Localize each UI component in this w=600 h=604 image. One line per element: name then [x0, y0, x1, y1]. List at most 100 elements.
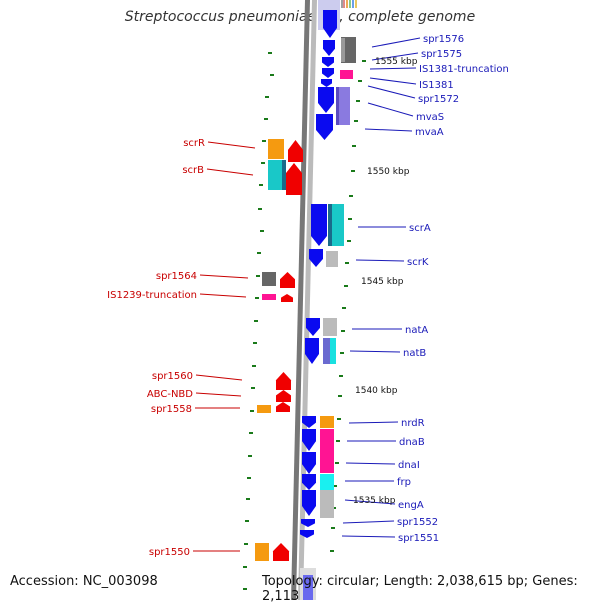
- tick-mark: [347, 240, 351, 242]
- feature-block: [330, 338, 336, 364]
- forward-leader-line: [344, 499, 396, 505]
- reverse-gene-arrow: [281, 294, 293, 302]
- reverse-gene-label: spr1558: [151, 404, 192, 415]
- forward-gene-arrow: [323, 10, 337, 38]
- forward-leader-line: [364, 128, 413, 132]
- forward-gene-label: spr1575: [421, 49, 462, 60]
- reverse-gene-label: ABC-NBD: [147, 389, 193, 400]
- tick-mark: [253, 342, 257, 344]
- gene-labels: spr1576spr1575IS1381-truncationIS1381spr…: [107, 34, 509, 558]
- forward-gene-label: natB: [403, 348, 426, 359]
- forward-gene-label: frp: [397, 477, 411, 488]
- tick-mark: [264, 118, 268, 120]
- scale-label: 1545 kbp: [361, 277, 404, 287]
- label-leaders: [193, 37, 421, 552]
- reverse-gene-arrow: [276, 402, 290, 412]
- forward-gene-label: nrdR: [401, 418, 425, 429]
- feature-block: [320, 429, 334, 473]
- tick-mark: [249, 432, 253, 434]
- forward-leader-line: [369, 67, 417, 70]
- tick-marks: [243, 52, 366, 590]
- tick-mark: [251, 387, 255, 389]
- tick-mark: [336, 440, 340, 442]
- reverse-gene-label: spr1560: [152, 371, 193, 382]
- forward-gene-label: mvaA: [415, 127, 444, 138]
- forward-gene-label: spr1572: [418, 94, 459, 105]
- reverse-leader-line: [207, 141, 256, 149]
- tick-mark: [331, 527, 335, 529]
- forward-gene-arrow: [302, 452, 316, 474]
- feature-block: [255, 543, 269, 561]
- map-title: Streptococcus pneumoniae R6, complete ge…: [124, 9, 476, 25]
- forward-gene-arrow: [302, 429, 316, 451]
- tick-mark: [356, 100, 360, 102]
- tick-mark: [260, 230, 264, 232]
- feature-block: [328, 204, 332, 246]
- forward-gene-label: spr1552: [397, 517, 438, 528]
- tick-mark: [246, 498, 250, 500]
- tick-mark: [341, 330, 345, 332]
- forward-gene-arrow: [323, 40, 335, 56]
- scale-label: 1550 kbp: [367, 167, 410, 177]
- forward-gene-label: dnaB: [399, 437, 425, 448]
- forward-gene-arrow: [322, 57, 334, 67]
- feature-block: [262, 294, 276, 300]
- forward-gene-label: scrK: [407, 257, 429, 268]
- scale-label: 1555 kbp: [375, 57, 418, 67]
- tick-mark: [250, 410, 254, 412]
- reverse-gene-arrow: [276, 390, 291, 402]
- forward-gene-label: dnaI: [398, 460, 420, 471]
- scale-label: 1540 kbp: [355, 386, 398, 396]
- scale-label: 1535 kbp: [353, 496, 396, 506]
- forward-leader-line: [342, 520, 395, 524]
- forward-gene-label: natA: [405, 325, 428, 336]
- tick-mark: [248, 455, 252, 457]
- reverse-gene-label: spr1564: [156, 271, 197, 282]
- forward-leader-line: [369, 77, 417, 85]
- reverse-gene-arrow: [276, 372, 291, 390]
- tick-mark: [245, 520, 249, 522]
- forward-gene-arrow: [302, 474, 316, 490]
- feature-block: [282, 160, 286, 190]
- reverse-gene-label: scrB: [182, 165, 204, 176]
- forward-gene-label: IS1381-truncation: [419, 64, 509, 75]
- forward-leader-line: [348, 421, 399, 424]
- tick-mark: [335, 462, 339, 464]
- forward-leader-line: [371, 52, 419, 61]
- forward-gene-arrow: [311, 204, 327, 246]
- forward-gene-arrow: [321, 79, 332, 87]
- tick-mark: [254, 320, 258, 322]
- tick-mark: [330, 550, 334, 552]
- feature-block: [336, 87, 339, 125]
- forward-gene-arrow: [316, 114, 333, 140]
- forward-gene-arrow: [300, 530, 314, 538]
- tick-mark: [362, 60, 366, 62]
- feature-block: [320, 490, 334, 518]
- forward-leader-line: [367, 102, 414, 117]
- forward-gene-arrow: [305, 338, 319, 364]
- feature-block: [341, 38, 345, 62]
- tick-mark: [252, 365, 256, 367]
- tick-mark: [265, 96, 269, 98]
- forward-leader-line: [349, 350, 401, 353]
- accession-text: Accession: NC_003098: [10, 574, 158, 589]
- tick-mark: [333, 485, 337, 487]
- tick-mark: [258, 208, 262, 210]
- forward-gene-arrow: [301, 519, 315, 527]
- tick-mark: [257, 252, 261, 254]
- reverse-gene-arrow: [280, 272, 295, 288]
- forward-gene-label: scrA: [409, 223, 431, 234]
- feature-block: [323, 318, 337, 336]
- reverse-gene-arrow: [273, 543, 289, 561]
- tick-mark: [340, 352, 344, 354]
- tick-mark: [261, 162, 265, 164]
- reverse-leader-line: [199, 274, 249, 279]
- tick-mark: [247, 477, 251, 479]
- tick-mark: [352, 145, 356, 147]
- tick-mark: [337, 418, 341, 420]
- forward-leader-line: [345, 462, 396, 465]
- forward-leader-line: [371, 37, 421, 48]
- tick-mark: [243, 588, 247, 590]
- reverse-gene-label: IS1239-truncation: [107, 290, 197, 301]
